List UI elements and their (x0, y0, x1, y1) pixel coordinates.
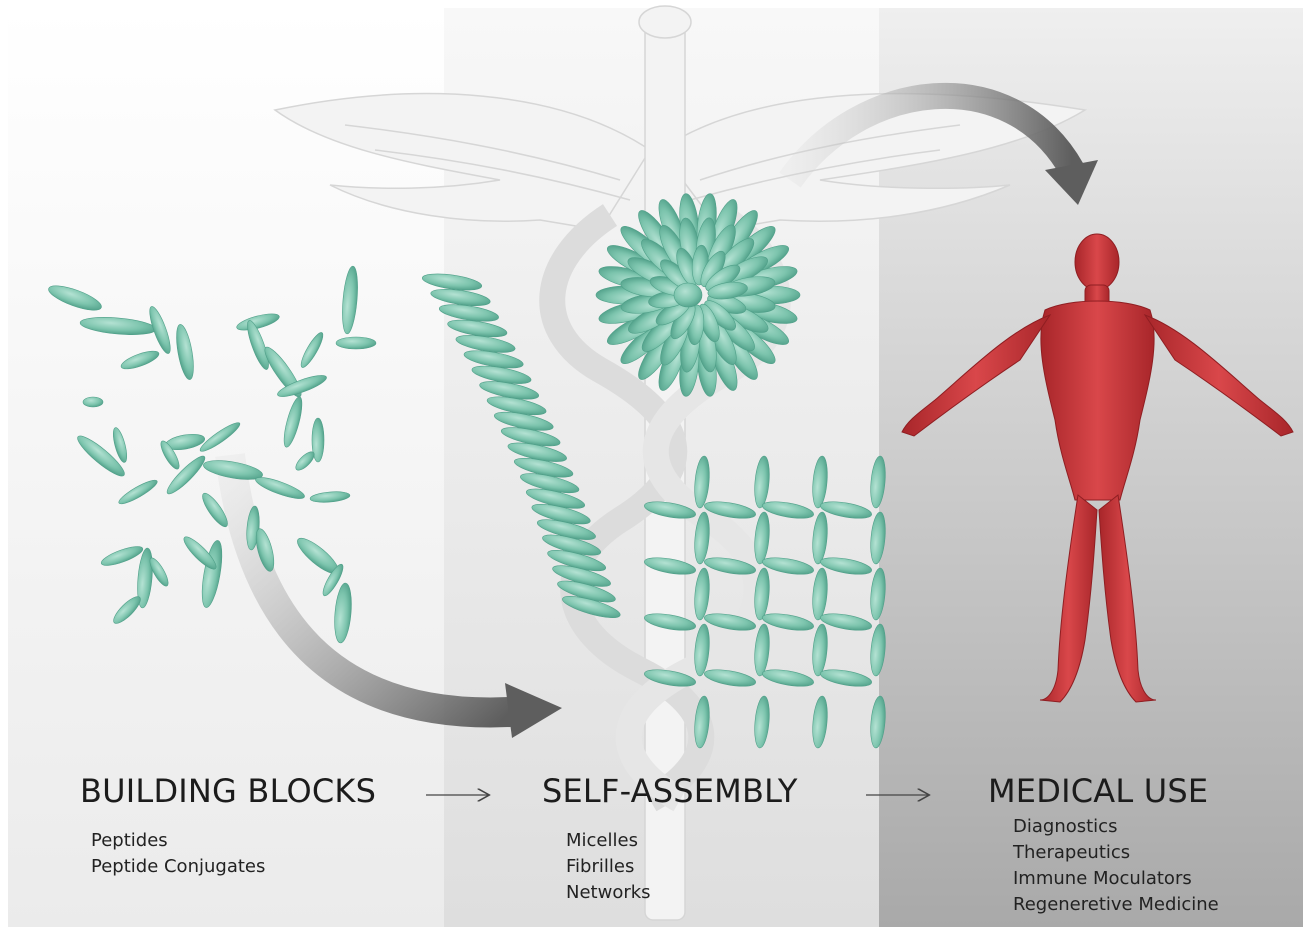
peptide-shape (83, 397, 103, 407)
list-item: Micelles (566, 828, 651, 854)
list-item: Networks (566, 880, 651, 906)
list-item: Immune Moculators (1013, 866, 1219, 892)
peptide-shape (674, 283, 702, 307)
list-item: Therapeutics (1013, 840, 1219, 866)
list-item: Peptides (91, 828, 265, 854)
heading-medical-use: MEDICAL USE (988, 772, 1208, 810)
heading-self-assembly: SELF-ASSEMBLY (542, 772, 798, 810)
list-building-blocks: Peptides Peptide Conjugates (91, 828, 265, 880)
list-self-assembly: Micelles Fibrilles Networks (566, 828, 651, 906)
heading-building-blocks: BUILDING BLOCKS (80, 772, 376, 810)
list-medical-use: Diagnostics Therapeutics Immune Moculato… (1013, 814, 1219, 918)
list-item: Diagnostics (1013, 814, 1219, 840)
list-item: Fibrilles (566, 854, 651, 880)
list-item: Peptide Conjugates (91, 854, 265, 880)
peptide-shape (336, 337, 376, 349)
list-item: Regeneretive Medicine (1013, 892, 1219, 918)
